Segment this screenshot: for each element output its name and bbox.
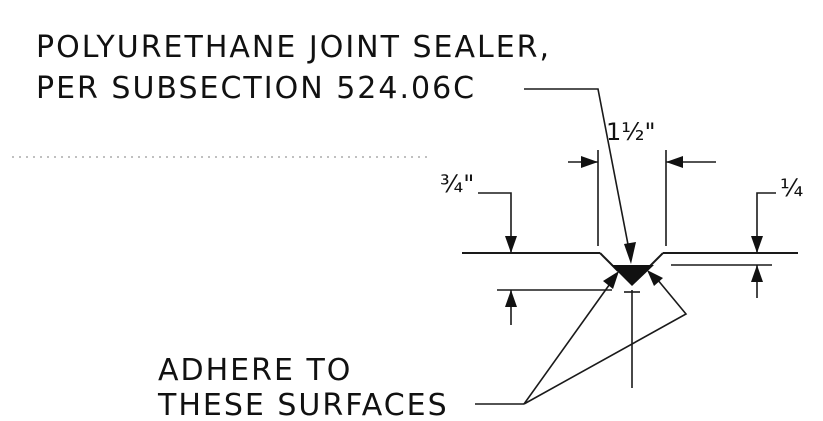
- depth-left-arrowhead-bottom: [505, 290, 517, 307]
- depth-right-arrowhead-bottom: [751, 265, 763, 282]
- adhere-leader-right: [523, 278, 688, 405]
- sealer-leader-line: [524, 88, 632, 261]
- depth-left-arrowhead-top: [505, 236, 517, 253]
- adhere-leader-left: [523, 273, 618, 405]
- depth-right-arrowhead-top: [751, 236, 763, 253]
- sealer-note-line2: PER SUBSECTION 524.06C: [36, 71, 476, 106]
- depth-left-leader: [478, 192, 512, 253]
- width-arrowhead-right: [666, 156, 683, 168]
- width-arrowhead-left: [581, 156, 598, 168]
- width-dimension-label: 1½": [606, 118, 656, 146]
- depth-left-dimension-label: ¾": [440, 170, 474, 198]
- adhere-arrowhead-right: [647, 270, 663, 286]
- depth-right-dimension-label: ¼: [780, 174, 803, 202]
- adhere-note-line2: THESE SURFACES: [157, 388, 449, 421]
- depth-right-leader: [756, 192, 776, 253]
- sealer-leader-arrowhead: [624, 242, 636, 264]
- sealer-note-line1: POLYURETHANE JOINT SEALER,: [36, 30, 551, 65]
- adhere-note-line1: ADHERE TO: [158, 353, 352, 388]
- adhere-arrowhead-left: [603, 271, 619, 289]
- joint-sealer: [611, 265, 654, 286]
